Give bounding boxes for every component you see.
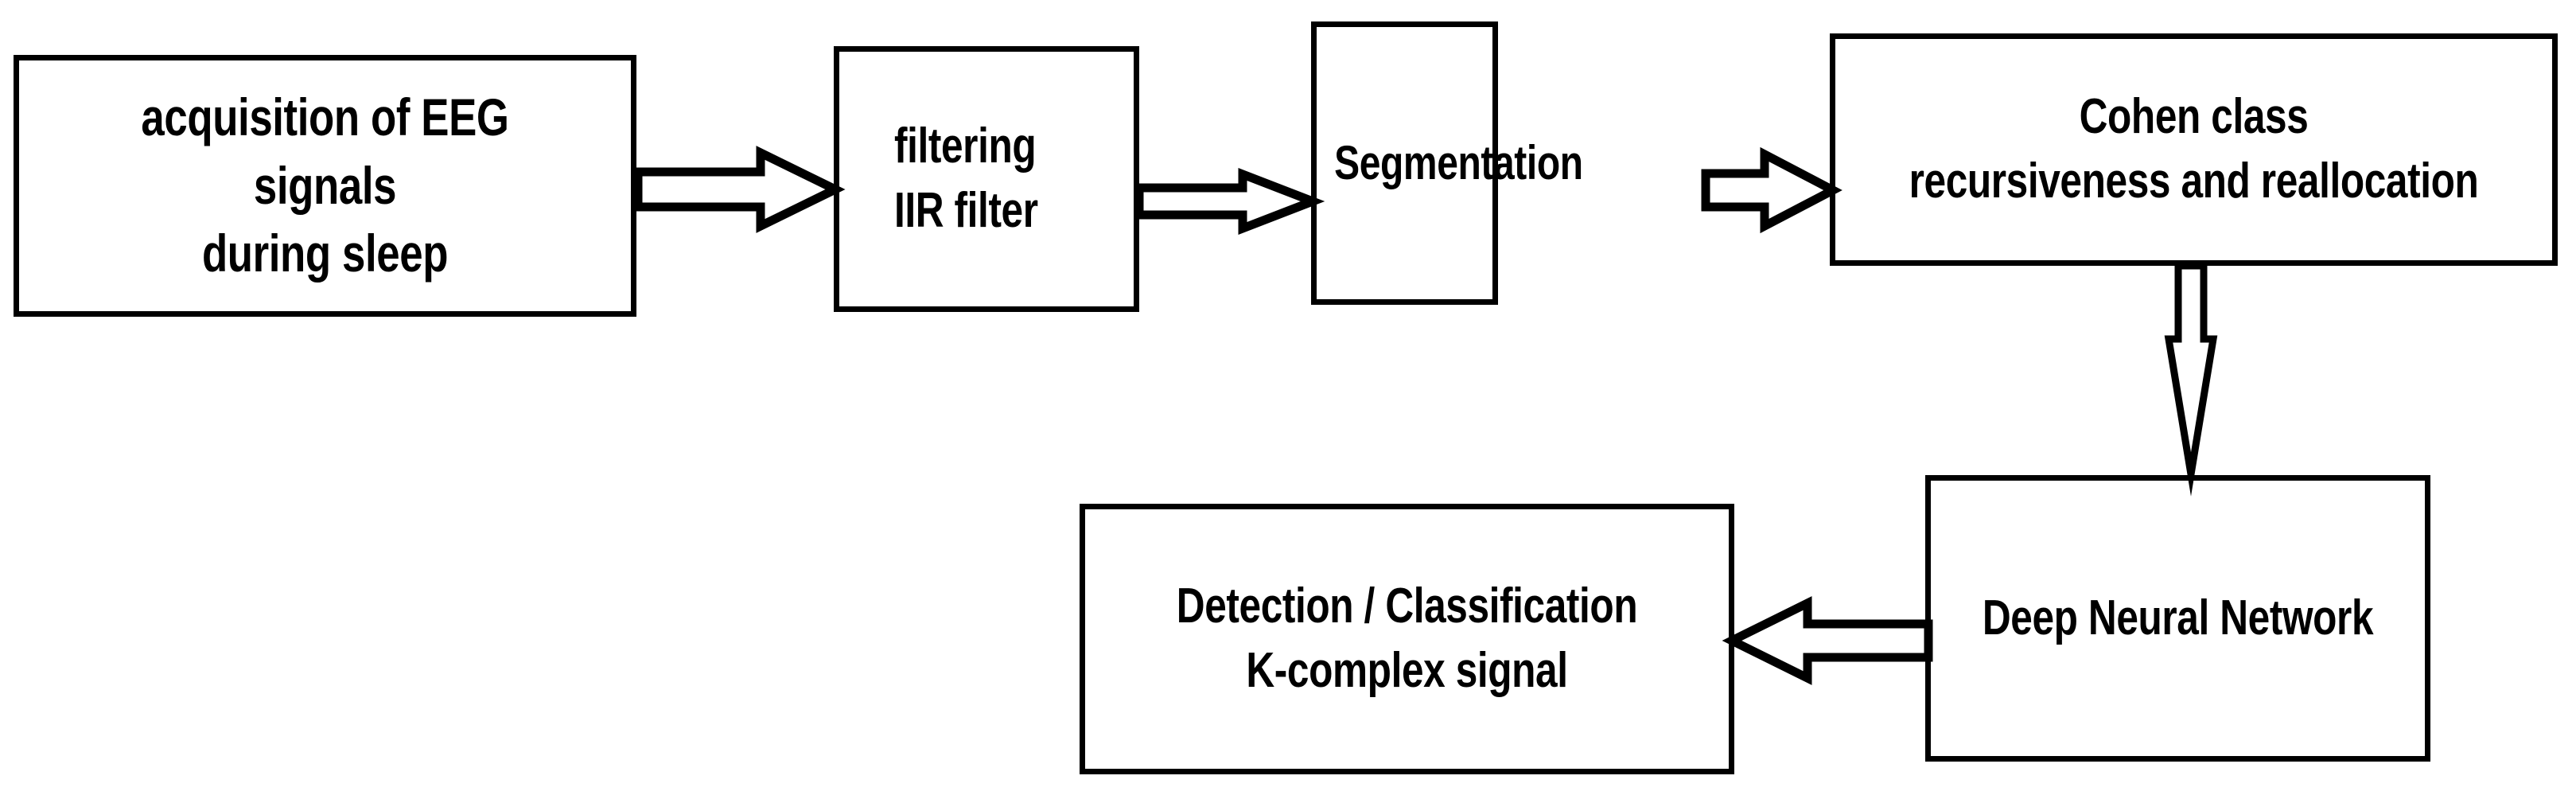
- arrow-segmentation-to-cohen: [1701, 146, 1843, 234]
- arrow-deep-neural-network-to-detection: [1722, 596, 1933, 685]
- right-arrow-icon: [1701, 146, 1843, 234]
- arrow-acquisition-to-filtering: [633, 146, 846, 233]
- node-acquisition-of-eeg-signals[interactable]: acquisition of EEG signals during sleep: [14, 55, 636, 317]
- node-filtering-iir-filter[interactable]: filtering IIR filter: [834, 46, 1139, 312]
- node-label: Deep Neural Network: [1982, 590, 2374, 645]
- arrow-cohen-to-deep-neural-network: [2148, 262, 2236, 497]
- node-detection-classification-k-complex-signal[interactable]: Detection / Classification K-complex sig…: [1080, 504, 1734, 774]
- down-arrow-icon: [2164, 262, 2218, 497]
- left-arrow-icon: [1722, 596, 1933, 685]
- node-cohen-class-recursiveness-and-reallocation[interactable]: Cohen class recursiveness and reallocati…: [1830, 33, 2558, 266]
- node-deep-neural-network[interactable]: Deep Neural Network: [1925, 475, 2430, 762]
- node-label: acquisition of EEG signals during sleep: [141, 87, 509, 283]
- node-label: Cohen class recursiveness and reallocati…: [1909, 89, 2479, 209]
- node-label: Segmentation: [1334, 136, 1583, 189]
- right-arrow-icon: [1134, 167, 1325, 236]
- right-arrow-icon: [633, 146, 846, 233]
- arrow-filtering-to-segmentation: [1134, 167, 1325, 236]
- node-segmentation[interactable]: Segmentation: [1311, 21, 1583, 305]
- node-label: Detection / Classification K-complex sig…: [1176, 579, 1638, 698]
- node-label: filtering IIR filter: [894, 119, 1038, 238]
